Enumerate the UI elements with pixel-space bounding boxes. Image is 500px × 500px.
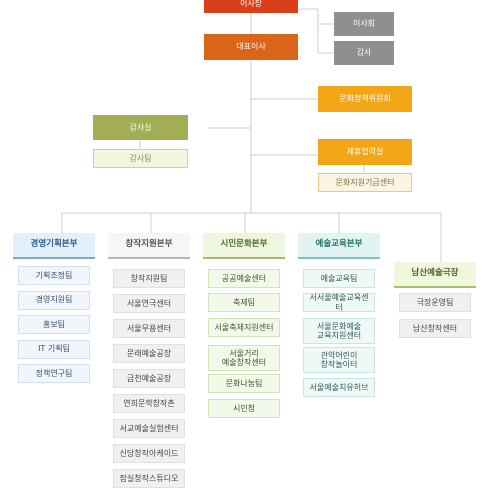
team-box[interactable]: 서울축제지원센터 <box>208 318 280 337</box>
team-box[interactable]: 극장운영팀 <box>399 293 471 312</box>
team-box[interactable]: IT 기획팀 <box>18 339 90 359</box>
partnership-office-box[interactable]: 제휴협력실 <box>318 139 412 165</box>
team-box[interactable]: 문화나눔팀 <box>208 374 280 393</box>
team-box[interactable]: 정책연구팀 <box>18 364 90 383</box>
team-box[interactable]: 축제팀 <box>208 293 280 312</box>
team-box[interactable]: 서울거리 예술창작센터 <box>208 345 280 371</box>
team-box[interactable]: 창작지원팀 <box>113 269 185 288</box>
team-box[interactable]: 홍보팀 <box>18 315 90 334</box>
team-box[interactable]: 연희문학창작촌 <box>113 394 185 413</box>
division-head-4[interactable]: 예술교육본부 <box>298 233 380 259</box>
culture-policy-committee-box[interactable]: 문화정책위원회 <box>318 86 412 112</box>
team-box[interactable]: 관악어린이 창작놀이터 <box>303 347 375 373</box>
team-box[interactable]: 기획조정팀 <box>18 266 90 285</box>
ceo-box[interactable]: 대표이사 <box>204 34 298 60</box>
team-box[interactable]: 서울문화예술 교육지원센터 <box>303 318 375 344</box>
chairman-box[interactable]: 이사장 <box>204 0 298 13</box>
auditor-box[interactable]: 감사 <box>334 41 394 65</box>
division-head-3[interactable]: 시민문화본부 <box>203 233 285 259</box>
team-box[interactable]: 금천예술공장 <box>113 369 185 388</box>
team-box[interactable]: 공공예술센터 <box>208 269 280 288</box>
culture-support-fund-center-box[interactable]: 문화지원기금센터 <box>318 173 412 192</box>
team-box[interactable]: 시민청 <box>208 399 280 418</box>
division-head-2[interactable]: 창작지원본부 <box>108 233 190 259</box>
audit-office-box[interactable]: 감사실 <box>93 115 188 140</box>
team-box[interactable]: 서서울예술교육센터 <box>303 293 375 312</box>
team-box[interactable]: 예술교육팀 <box>303 269 375 288</box>
team-box[interactable]: 서교예술실험센터 <box>113 419 185 438</box>
division-head-1[interactable]: 경영기획본부 <box>13 233 95 259</box>
audit-team-box[interactable]: 감사팀 <box>93 149 188 168</box>
board-box[interactable]: 이사회 <box>334 12 394 36</box>
team-box[interactable]: 남산창작센터 <box>399 319 471 338</box>
team-box[interactable]: 경영지원팀 <box>18 290 90 310</box>
team-box[interactable]: 서울예술치유허브 <box>303 378 375 397</box>
division-head-5[interactable]: 남산예술극장 <box>394 262 476 288</box>
team-box[interactable]: 신당창작아케이드 <box>113 444 185 463</box>
team-box[interactable]: 서울무용센터 <box>113 319 185 338</box>
team-box[interactable]: 문래예술공장 <box>113 344 185 363</box>
team-box[interactable]: 서울연극센터 <box>113 294 185 313</box>
team-box[interactable]: 잠실창작스튜디오 <box>113 469 185 488</box>
